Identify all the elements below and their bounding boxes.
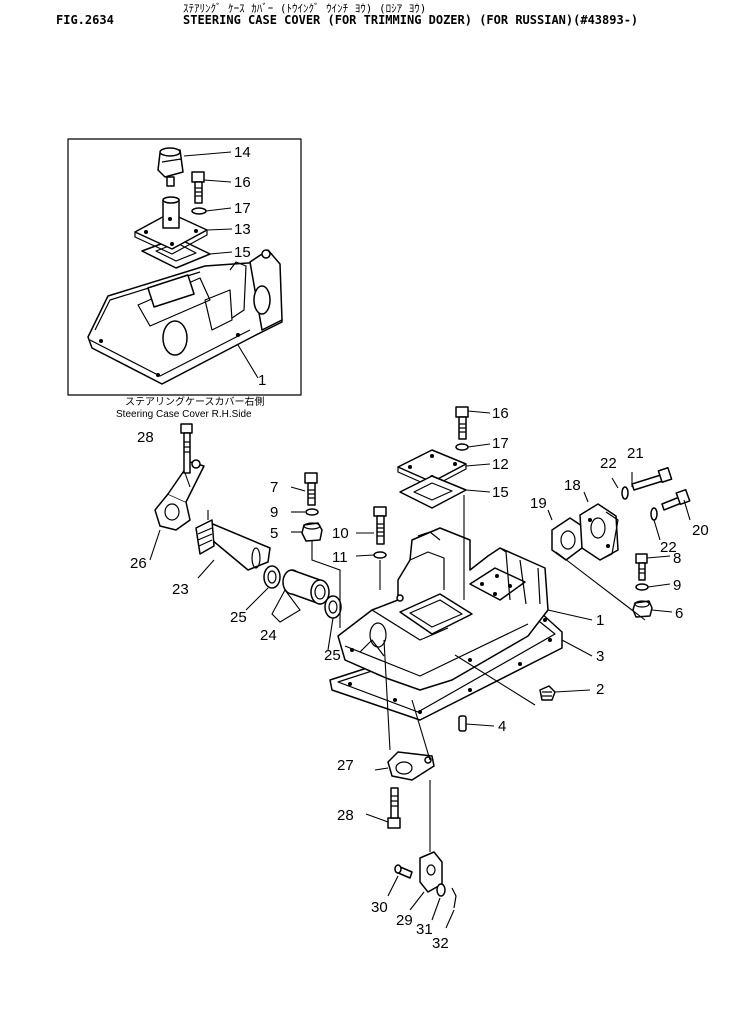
figure-number: FIG.2634 bbox=[56, 13, 114, 27]
lever-27 bbox=[387, 751, 435, 781]
washer-9 bbox=[305, 508, 319, 516]
cover-18 bbox=[579, 503, 619, 561]
callout-8: 8 bbox=[673, 550, 681, 567]
callout-19: 19 bbox=[530, 495, 547, 512]
callout-17: 17 bbox=[492, 435, 509, 452]
callout-31: 31 bbox=[416, 921, 433, 938]
callout-30: 30 bbox=[371, 899, 388, 916]
callout-28b: 28 bbox=[337, 807, 354, 824]
inset-callout-15: 15 bbox=[234, 244, 251, 261]
inset-callout-16: 16 bbox=[234, 174, 251, 191]
japanese-title: ｽﾃｱﾘﾝｸﾞ ｹｰｽ ｶﾊﾞｰ (ﾄｳｲﾝｸﾞ ｳｲﾝﾁ ﾖｳ) (ﾛｼｱ ﾖ… bbox=[183, 2, 427, 15]
callout-15: 15 bbox=[492, 484, 509, 501]
callout-25a: 25 bbox=[230, 609, 247, 626]
callout-25b: 25 bbox=[324, 647, 341, 664]
callout-18: 18 bbox=[564, 477, 581, 494]
callout-22b: 22 bbox=[660, 539, 677, 556]
inset-caption-en: Steering Case Cover R.H.Side bbox=[116, 409, 252, 420]
washer-9b bbox=[635, 583, 649, 591]
pin-30 bbox=[394, 864, 413, 879]
callout-6: 6 bbox=[675, 605, 683, 622]
bolt-20 bbox=[661, 488, 691, 511]
callout-11: 11 bbox=[332, 549, 348, 566]
inset-breather bbox=[157, 147, 184, 187]
callout-22a: 22 bbox=[600, 455, 617, 472]
inset-callout-17: 17 bbox=[234, 200, 251, 217]
inset-bolt bbox=[191, 171, 207, 215]
callout-4: 4 bbox=[498, 718, 506, 735]
shaft-23 bbox=[195, 519, 271, 571]
inset-frame bbox=[67, 138, 302, 396]
gasket-15 bbox=[399, 475, 467, 509]
washer-31 bbox=[436, 883, 446, 897]
callout-21: 21 bbox=[627, 445, 644, 462]
washer-17 bbox=[455, 443, 469, 451]
callout-23: 23 bbox=[172, 581, 189, 598]
inset-cover-plate bbox=[134, 196, 208, 255]
callout-5: 5 bbox=[270, 525, 278, 542]
bolt-28a bbox=[180, 423, 193, 474]
callout-2: 2 bbox=[596, 681, 604, 698]
bolt-7 bbox=[304, 472, 318, 506]
inset-rh-view: 14 16 17 13 15 1 ステアリングケースカバー右側 Steering… bbox=[67, 138, 302, 420]
callout-26: 26 bbox=[130, 555, 147, 572]
callout-20: 20 bbox=[692, 522, 709, 539]
pin-4 bbox=[458, 715, 467, 732]
cotter-pin-32 bbox=[451, 887, 457, 909]
callout-27: 27 bbox=[337, 757, 354, 774]
callout-1: 1 bbox=[596, 612, 604, 629]
callout-16: 16 bbox=[492, 405, 509, 422]
nut-5 bbox=[301, 522, 323, 542]
callout-29: 29 bbox=[396, 912, 413, 929]
bearing-24 bbox=[282, 569, 330, 605]
bolt-10 bbox=[373, 506, 387, 545]
washer-22a bbox=[621, 486, 629, 500]
inset-callout-14: 14 bbox=[234, 144, 251, 161]
washer-22b bbox=[650, 507, 658, 521]
bolt-21 bbox=[631, 466, 673, 491]
callout-10: 10 bbox=[332, 525, 349, 542]
inset-callout-13: 13 bbox=[234, 221, 251, 238]
inset-callout-1: 1 bbox=[258, 372, 266, 389]
callout-9b: 9 bbox=[673, 577, 681, 594]
seal-25b bbox=[324, 595, 342, 619]
lever-26 bbox=[154, 459, 205, 531]
callout-9a: 9 bbox=[270, 504, 278, 521]
bolt-8 bbox=[635, 553, 648, 581]
callout-12: 12 bbox=[492, 456, 509, 473]
bolt-28b bbox=[387, 787, 401, 829]
diagram-title: STEERING CASE COVER (FOR TRIMMING DOZER)… bbox=[183, 13, 639, 27]
callout-3: 3 bbox=[596, 648, 604, 665]
callout-28a: 28 bbox=[137, 429, 154, 446]
callout-32: 32 bbox=[432, 935, 449, 952]
washer-11 bbox=[373, 551, 387, 559]
callout-24: 24 bbox=[260, 627, 277, 644]
nut-6 bbox=[632, 600, 653, 618]
seal-25a bbox=[263, 565, 281, 589]
inset-cover-body bbox=[87, 249, 283, 385]
inset-caption-jp: ステアリングケースカバー右側 bbox=[125, 395, 265, 408]
plug-2 bbox=[539, 685, 556, 701]
callout-7: 7 bbox=[270, 479, 278, 496]
case-cover-1 bbox=[337, 527, 549, 691]
bolt-16 bbox=[455, 406, 469, 440]
